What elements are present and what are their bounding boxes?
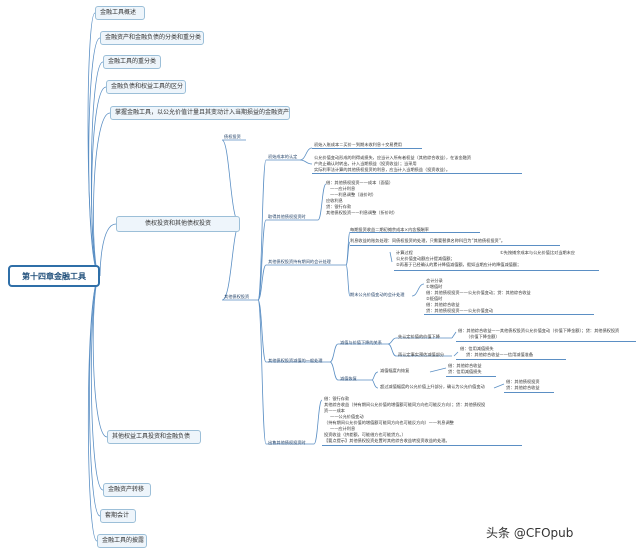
- node-impairment[interactable]: 其他债权投资减值的一般处理: [268, 358, 323, 363]
- branch-other-debt[interactable]: 其他债权投资: [224, 294, 250, 299]
- rule-impair-a1: [456, 341, 636, 342]
- node-impair-recovery[interactable]: 减值恢复: [340, 376, 357, 381]
- hold-line-1: 每期投资收益＝期初摊余成本×内含报酬率: [350, 227, 429, 232]
- topic-liability-equity[interactable]: 金融负债和权益工具的区分: [106, 80, 186, 94]
- sale-line-4: ——公允价值变动: [330, 414, 364, 419]
- acquire-line-2: ——应计利息: [330, 186, 356, 191]
- hold-line-2: 利息收益的账务处理：同债权投资的处理，只需要替换名称科目为“其他债权投资”。: [350, 238, 506, 243]
- impair-a1-text-2: （价值下降金额）: [466, 334, 500, 339]
- rule-initial-2: [312, 173, 522, 174]
- rule-hold-2: [350, 245, 560, 246]
- impair-b2-text-2: 贷：其他综合收益: [506, 385, 540, 390]
- rule-initial-1: [312, 148, 422, 149]
- rule-impair-b2: [504, 392, 554, 393]
- node-acquire[interactable]: 取得其他债权投资时: [268, 214, 306, 219]
- hold-line-3: 计算过程: [396, 250, 413, 255]
- topic-debt-investment[interactable]: 债权投资和其他债权投资: [116, 216, 240, 232]
- rule-fv: [424, 314, 594, 315]
- impair-a1-text: 借：其他综合收益——其他债权投资公允价值变动（价值下降金额）；贷：其他债权投资: [458, 328, 620, 333]
- topic-hedge[interactable]: 套期会计: [100, 509, 136, 523]
- fv-line-6: 贷：其他债权投资——公允价值变动: [426, 308, 494, 313]
- impair-b1-text-2: 贷：信用减值损失: [448, 369, 482, 374]
- hold-line-4: ①先按摊余成本与公允价值比对当期末应: [500, 250, 575, 255]
- sale-line-1: 借：银行存款: [324, 396, 350, 401]
- topic-transfer[interactable]: 金融资产转移: [103, 483, 151, 497]
- watermark: 头条 @CFOpub: [486, 526, 574, 540]
- initial-line-1: 初始入账成本＝买价－到期未收利息＋交易费用: [314, 142, 402, 147]
- impair-a2: 再认定事实预估减值部分: [398, 352, 445, 357]
- topic-disclosure[interactable]: 金融工具的披露: [97, 534, 147, 548]
- impair-a1: 先认定价值的价值下降: [398, 334, 440, 339]
- topic-fvtpl[interactable]: 掌握金融工具，以公允价值计量且其变动计入当期损益的金融资产: [110, 106, 290, 120]
- impair-b2: 超过减值幅度的公允价值上升部分，确认为公允价值变动: [380, 384, 485, 389]
- initial-line-3: 产终止确认时转出，计入当期损益（投资收益）；当采用: [314, 161, 417, 166]
- fv-line-2: ①增值时: [426, 284, 443, 289]
- topic-overview[interactable]: 金融工具概述: [95, 6, 145, 20]
- root-topic[interactable]: 第十四章金融工具: [8, 265, 100, 287]
- sale-line-6: ——应计利息: [330, 426, 356, 431]
- initial-line-4: 实际利率法计算的其他债权投资的利息，应当计入当期损益（投资收益）。: [314, 167, 451, 172]
- node-holding[interactable]: 其他债权投资持有期间的会计处理: [268, 259, 331, 264]
- fv-line-4: ②贬值时: [426, 296, 443, 301]
- impair-b1-text-1: 借：其他综合收益: [448, 363, 482, 368]
- node-impair-relation[interactable]: 减值与价值下降的关系: [340, 340, 382, 345]
- acquire-line-6: 其他债权投资——利息调整（折价时）: [326, 210, 398, 215]
- topic-classification[interactable]: 金融资产和金融负债的分类和重分类: [100, 31, 204, 45]
- rule-sale: [322, 445, 522, 446]
- sale-line-8: 【要点提示】其他债权投资处置时其他综合收益转投资收益的处理。: [324, 438, 450, 443]
- fv-line-1: 会计分录: [426, 278, 443, 283]
- impair-b2-text-1: 借：其他债权投资: [506, 379, 540, 384]
- acquire-line-5: 贷：银行存款: [326, 204, 352, 209]
- rule-hold-1: [350, 232, 480, 233]
- node-fair-value[interactable]: 期末公允价值变动的会计处理: [350, 292, 405, 297]
- hold-line-6: ②再基于已经确认的累计降值减值额，假如当期应计的降值减值额；: [396, 262, 522, 267]
- hold-line-5: 公允价值变动额应计提减值额；: [396, 256, 455, 261]
- sale-line-7: 投资收益（挤差额，可能借方也可能贷方。）: [324, 432, 406, 437]
- impair-a2-text-2: 贷：其他综合收益——信用减值准备: [466, 352, 534, 357]
- rule-impair-b1: [446, 376, 496, 377]
- topic-reclassification[interactable]: 金融工具的重分类: [103, 55, 161, 69]
- impair-b1: 减值幅度内恢复: [380, 368, 410, 373]
- sale-line-5: （持有期间公允价值的增值额可能同方向也可能反方向）——利息调整: [324, 420, 454, 425]
- acquire-line-3: ——利息调整（溢价时）: [330, 192, 377, 197]
- branch-debt[interactable]: 债权投资: [224, 134, 241, 139]
- acquire-line-4: 应收利息: [326, 198, 343, 203]
- sale-line-2: 其他综合收益（持有期间公允价值的增值额可能同方向也可能反方向）；贷：其他债权投: [324, 402, 486, 407]
- fv-line-3: 借：其他债权投资——公允价值变动；贷：其他综合收益: [426, 290, 531, 295]
- rule-impair-a2: [456, 359, 566, 360]
- fv-line-5: 借：其他综合收益: [426, 302, 460, 307]
- initial-line-2: 公允价值变动形成的利得或损失，应当计入所有者权益（其他综合收益），在该金融资: [314, 155, 472, 160]
- node-sale[interactable]: 出售其他债权投资时: [268, 440, 306, 445]
- sale-line-3: 资——成本: [324, 408, 345, 413]
- acquire-line-1: 借：其他债权投资——成本（面值）: [326, 180, 394, 185]
- topic-other-equity[interactable]: 其他权益工具投资和金融负债: [107, 430, 201, 444]
- rule-hold-3: [394, 270, 599, 271]
- impair-a2-text-1: 借：信用减值损失: [460, 346, 494, 351]
- node-initial-cost[interactable]: 初始成本的认定: [268, 154, 298, 159]
